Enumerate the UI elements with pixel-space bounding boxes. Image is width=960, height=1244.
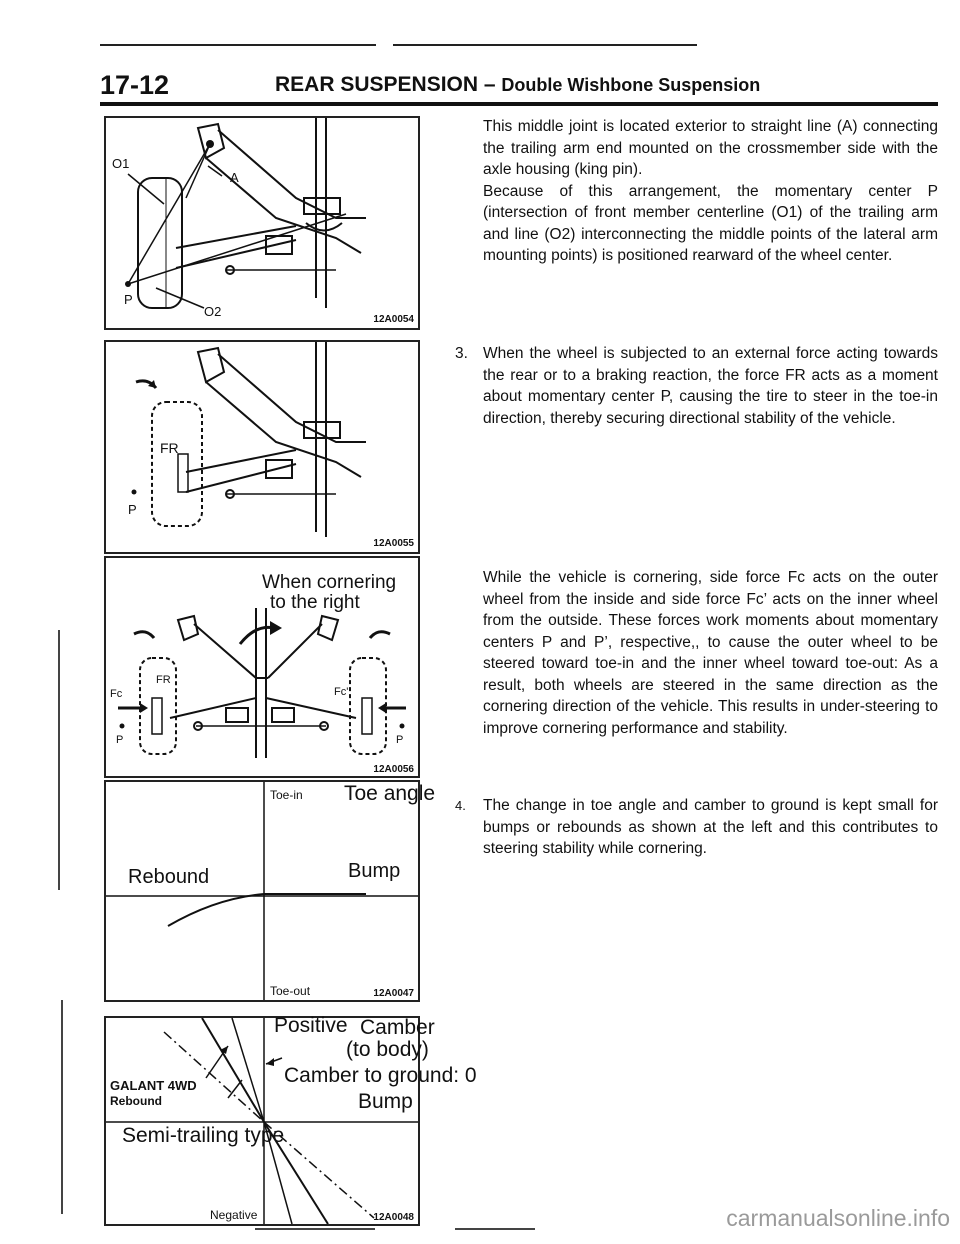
label-fr: FR <box>156 674 171 686</box>
label-p: P <box>124 292 133 307</box>
header-rule <box>100 102 938 106</box>
suspension-diagram-1 <box>125 118 366 309</box>
figure-toe-angle-graph: Toe-in Toe angle Rebound Bump Toe-out 12… <box>104 780 435 1002</box>
label-o1: O1 <box>112 156 130 171</box>
figure-camber-graph: Positive Camber (to body) GALANT 4WD Reb… <box>104 1014 477 1226</box>
bump-label: Bump <box>348 860 401 882</box>
item-3-text: When the wheel is subjected to an extern… <box>483 345 938 427</box>
para4-text: While the vehicle is cornering, side for… <box>483 569 938 737</box>
item-4-number: 4. <box>455 798 466 813</box>
page-number: 17-12 <box>100 70 170 100</box>
title-dash: – <box>483 73 496 96</box>
cornering-caption-line1: When cornering <box>262 572 397 593</box>
top-rule-right <box>393 44 697 46</box>
footer-rule-left <box>255 1228 375 1230</box>
toe-angle-label: Toe angle <box>344 782 436 805</box>
negative-label: Negative <box>210 1208 258 1222</box>
rebound-label: Rebound <box>128 866 210 888</box>
rebound-label: Rebound <box>110 1094 162 1108</box>
subsection-title: Double Wishbone Suspension <box>501 75 761 95</box>
camber-label: Camber <box>360 1016 435 1039</box>
galant-4wd-label: GALANT 4WD <box>110 1078 197 1093</box>
label-fr: FR <box>160 440 179 456</box>
item-4: 4. The change in toe angle and camber to… <box>455 795 938 860</box>
semi-trailing-label: Semi-trailing type <box>122 1124 285 1147</box>
page-title: REAR SUSPENSION – Double Wishbone Suspen… <box>275 73 760 97</box>
toe-out-label: Toe-out <box>270 984 311 998</box>
label-fc: Fc <box>110 688 123 700</box>
bump-label: Bump <box>358 1090 413 1113</box>
figure-rear-force: FR P 12A0055 <box>104 340 420 554</box>
to-body-label: (to body) <box>346 1038 429 1061</box>
figure-momentary-center: O1 A P O2 12A0054 <box>104 116 420 330</box>
footer-rule-right <box>455 1228 535 1230</box>
paragraph-cornering: While the vehicle is cornering, side for… <box>483 567 938 739</box>
figure-code: 12A0047 <box>373 988 414 999</box>
top-rule-left <box>100 44 376 46</box>
label-a: A <box>230 170 239 185</box>
para2-text: Because of this arrangement, the momenta… <box>483 182 938 265</box>
positive-label: Positive <box>274 1014 348 1037</box>
toe-in-label: Toe-in <box>270 788 303 802</box>
watermark: carmanualsonline.info <box>726 1205 950 1231</box>
item-4-text: The change in toe angle and camber to gr… <box>483 797 938 857</box>
figure-code: 12A0056 <box>373 764 414 775</box>
item-3-number: 3. <box>455 345 468 362</box>
figure-code: 12A0055 <box>373 538 414 549</box>
label-fc-prime: Fc' <box>334 686 349 698</box>
figure-code: 12A0048 <box>373 1212 414 1223</box>
figure-cornering: When cornering to the right <box>104 556 420 778</box>
toe-angle-plot <box>106 782 418 1000</box>
margin-scan-line <box>61 1000 63 1214</box>
paragraph-middle-joint: This middle joint is located exterior to… <box>483 116 938 267</box>
section-title: REAR SUSPENSION <box>275 73 479 96</box>
item-3: 3. When the wheel is subjected to an ext… <box>455 343 938 429</box>
camber-plot <box>106 1018 418 1224</box>
suspension-diagram-3 <box>118 608 406 758</box>
margin-scan-line <box>58 630 60 890</box>
label-o2: O2 <box>204 304 222 319</box>
label-p: P <box>128 502 137 517</box>
label-p-left: P <box>116 734 124 746</box>
figure-code: 12A0054 <box>373 314 414 325</box>
label-p-right: P <box>396 734 404 746</box>
para1-text: This middle joint is located exterior to… <box>483 118 938 178</box>
suspension-diagram-2 <box>131 342 366 537</box>
cornering-caption-line2: to the right <box>270 592 360 613</box>
page-header: 17-12 REAR SUSPENSION – Double Wishbone … <box>100 70 940 104</box>
camber-to-ground-label: Camber to ground: 0 <box>284 1064 477 1087</box>
